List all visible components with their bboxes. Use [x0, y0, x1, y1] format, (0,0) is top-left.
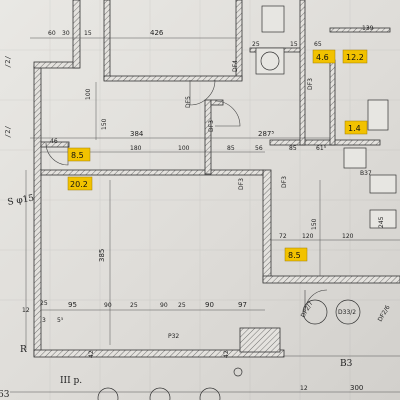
floor-label: III p. — [60, 376, 82, 386]
marginal-note: /2/ — [4, 55, 12, 68]
dim-label: 120 — [302, 233, 314, 240]
dimension-lines — [10, 37, 400, 393]
dim-label: 42 — [223, 350, 230, 358]
dim-label: 56 — [255, 145, 263, 152]
dim-label: 150 — [311, 218, 318, 230]
door-swings — [45, 79, 328, 313]
svg-text:8.5: 8.5 — [71, 151, 84, 160]
dim-label: 25 — [40, 300, 48, 307]
dim-label: 180 — [130, 145, 142, 152]
code-label: DF4 — [232, 60, 239, 72]
dim-label: 426 — [150, 29, 164, 37]
svg-text:12.2: 12.2 — [346, 53, 364, 62]
code-label: DF3 — [281, 176, 288, 188]
stair-ref: S φ15 — [7, 193, 35, 208]
dim-label: 12 — [22, 307, 30, 314]
grid-markers — [97, 367, 243, 400]
code-label: P32 — [168, 333, 179, 340]
dim-label: 61⁵ — [316, 145, 327, 152]
axis-letter: R — [20, 345, 27, 355]
marginal-note: /2/ — [4, 125, 12, 138]
area-badge: 8.5 — [67, 147, 91, 162]
dim-label: 15 — [290, 41, 298, 48]
dimension-labels: 60 30 15 426 25 15 65 139 46 384 287⁵ 18… — [22, 25, 385, 392]
section-mark: B3 — [340, 359, 353, 369]
dim-label: 90 — [160, 302, 168, 309]
code-label: DF5 — [185, 96, 192, 108]
dim-label: 5⁵ — [57, 317, 64, 324]
dim-label: 385 — [98, 249, 106, 262]
interior-partitions — [40, 0, 391, 176]
dim-label: 245 — [378, 216, 385, 228]
svg-text:8.5: 8.5 — [288, 251, 301, 260]
code-label: DF2/6 — [377, 304, 392, 323]
room-area-badges: 4.6 12.2 1.4 8.5 20.2 8.5 — [67, 49, 368, 262]
exterior-walls — [33, 0, 400, 358]
area-badge: 12.2 — [342, 49, 368, 64]
dim-label: 90 — [104, 302, 112, 309]
code-label: DF3 — [208, 120, 215, 132]
dim-label: 25 — [252, 41, 260, 48]
dim-label: 72 — [279, 233, 287, 240]
dim-label: 95 — [68, 301, 77, 309]
dim-label: 60 — [48, 30, 56, 37]
area-badge: 20.2 — [67, 176, 93, 191]
dim-label: 30 — [62, 30, 70, 37]
dim-label: 384 — [130, 130, 144, 138]
dim-label: 12 — [300, 385, 308, 392]
dim-label: 85 — [289, 145, 297, 152]
dim-label: 15 — [84, 30, 92, 37]
plumbing-fixtures — [255, 5, 397, 325]
dim-label: 3 — [42, 317, 46, 324]
dim-label: 150 — [101, 118, 108, 130]
code-label: D33/2 — [338, 309, 356, 316]
dim-label: 42 — [88, 350, 95, 358]
dim-label: 65 — [314, 41, 322, 48]
area-badge: 4.6 — [312, 49, 336, 64]
code-label: B37 — [360, 170, 372, 177]
svg-text:4.6: 4.6 — [316, 53, 329, 62]
dim-label: 287⁵ — [258, 130, 274, 138]
svg-text:20.2: 20.2 — [70, 180, 88, 189]
dim-label: 25 — [130, 302, 138, 309]
dim-label: 300 — [350, 384, 363, 392]
dim-label: 139 — [362, 25, 374, 32]
misc-annotations: R S φ15 B3 III p. 63 /2/ /2/ — [0, 55, 353, 400]
dim-label: 120 — [342, 233, 354, 240]
area-badge: 1.4 — [344, 120, 368, 135]
svg-text:1.4: 1.4 — [348, 124, 361, 133]
dim-label: 100 — [178, 145, 190, 152]
dim-label: 46 — [50, 138, 58, 145]
dim-label: 90 — [205, 301, 214, 309]
code-label: DF2/7 — [300, 300, 315, 319]
dim-label: 100 — [85, 88, 92, 100]
dim-label: 85 — [227, 145, 235, 152]
dim-label: 97 — [238, 301, 247, 309]
area-badge: 8.5 — [284, 247, 308, 262]
code-label: DF3 — [307, 78, 314, 90]
code-label: DF3 — [238, 178, 245, 190]
sheet-number: 63 — [0, 390, 10, 400]
dim-label: 25 — [178, 302, 186, 309]
